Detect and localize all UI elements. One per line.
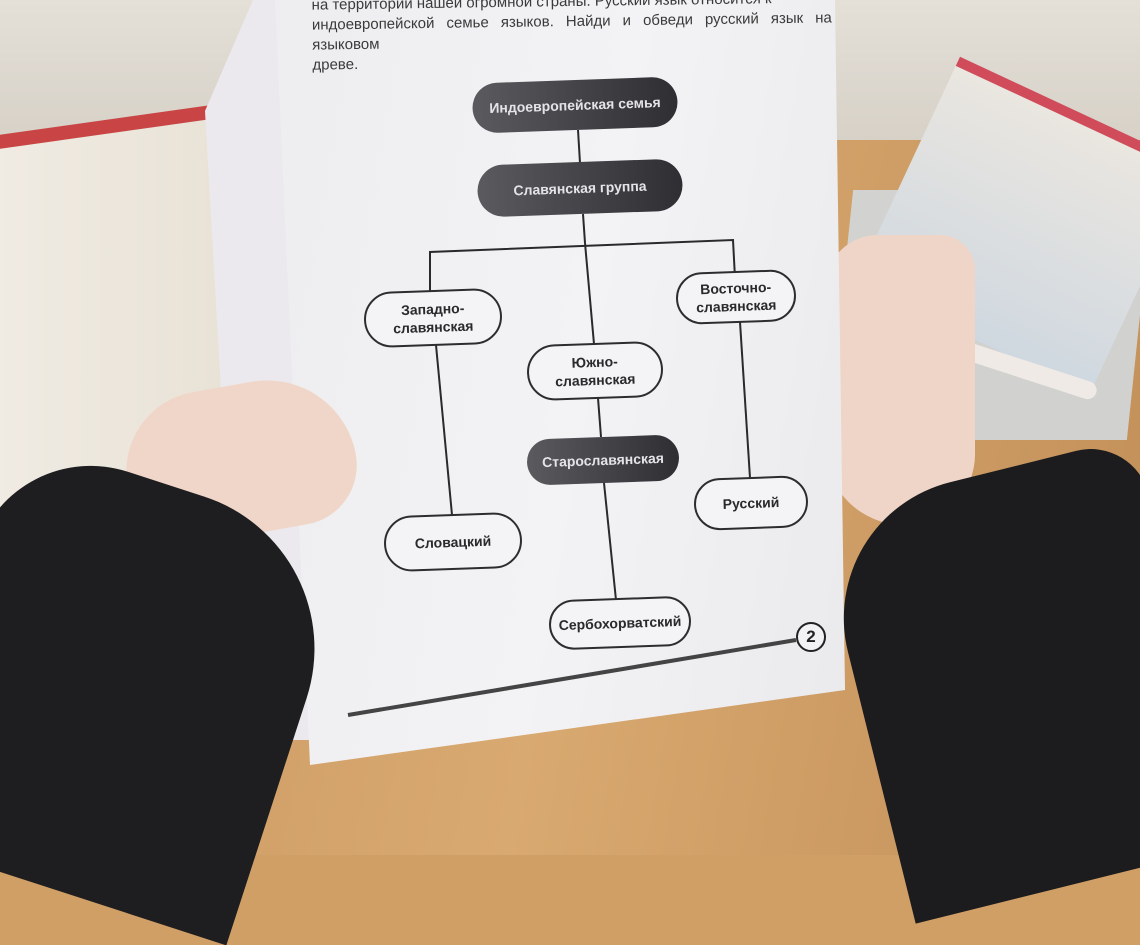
page-number: 2 [796,622,826,652]
node-west-slavic: Западно-славянская [363,287,503,349]
connector [603,482,617,601]
node-slovak: Словацкий [383,511,523,573]
page-footer-rule [347,638,797,717]
connector [582,213,586,244]
node-old-slavonic: Старославянская [526,434,680,486]
right-hand [825,235,975,525]
connector [584,242,595,345]
node-slavic-group: Славянская группа [476,158,684,218]
connector [597,397,602,438]
connector [577,129,581,164]
connector [739,321,751,479]
node-east-slavic: Восточно-славянская [675,268,797,326]
node-russian: Русский [693,475,809,531]
connector [429,238,737,318]
node-south-slavic: Южно-славянская [526,340,664,402]
node-indo-european: Индоевропейская семья [471,76,679,134]
tree-connectors [347,129,797,717]
node-serbo-croatian: Сербохорватский [548,595,692,651]
connector [435,344,453,516]
